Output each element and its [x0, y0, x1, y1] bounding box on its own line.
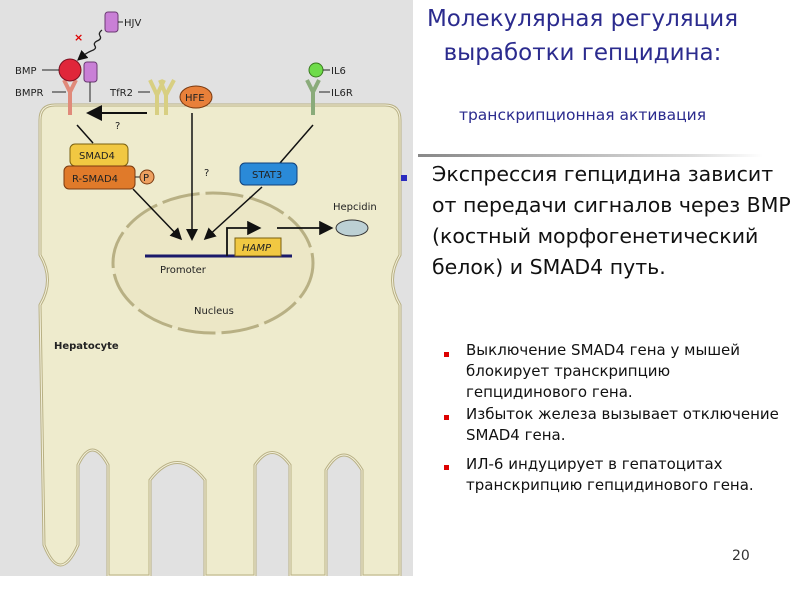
il6-label: IL6 — [331, 66, 346, 77]
tfr2-receptor — [148, 79, 176, 115]
hamp-label: HAMP — [242, 243, 272, 254]
hfe-protein — [179, 85, 213, 109]
nucleus-envelope — [111, 191, 315, 335]
hepcidin-regulation-diagram: HJV × BMP BMPR TfR2 HFE IL6 IL6R ? ? SMA… — [0, 0, 413, 576]
hjv-protein — [104, 11, 119, 33]
hfe-label: HFE — [185, 93, 205, 104]
rsmad4-label: R-SMAD4 — [72, 174, 118, 185]
title-divider — [418, 154, 763, 157]
main-bullet-text: Экспрессия гепцидина зависит от передачи… — [432, 162, 791, 279]
il6r-receptor — [305, 79, 321, 115]
stat3-label: STAT3 — [252, 170, 282, 181]
sub-bullet: ИЛ-6 индуцирует в гепатоцитах транскрипц… — [466, 455, 754, 494]
bmp-ligand — [58, 58, 82, 82]
bullet-icon — [401, 175, 407, 181]
bullet-icon — [444, 415, 449, 420]
promoter-label: Promoter — [160, 265, 207, 276]
bullet-icon — [444, 465, 449, 470]
question-mark: ? — [115, 121, 120, 132]
bmpr-label: BMPR — [15, 88, 44, 99]
phosphate-label: P — [143, 173, 149, 184]
hepcidin-peptide — [335, 219, 369, 237]
hepatocyte-label: Hepatocyte — [54, 341, 119, 352]
hjv-label: HJV — [124, 18, 141, 29]
smad4-label: SMAD4 — [79, 151, 115, 162]
hepcidin-label: Hepcidin — [333, 202, 377, 213]
question-mark: ? — [204, 168, 209, 179]
phosphate — [139, 169, 155, 185]
blocked-x-icon: × — [74, 31, 83, 44]
slide-subtitle: транскрипционная активация — [458, 106, 707, 124]
hamp-gene — [234, 237, 282, 257]
bmpr-receptor — [62, 79, 78, 115]
il6r-label: IL6R — [331, 88, 353, 99]
il6-ligand — [308, 62, 324, 78]
bullet-icon — [444, 352, 449, 357]
tfr2-label: TfR2 — [109, 88, 133, 99]
slide-title: Молекулярная регуляция выработки гепциди… — [426, 6, 739, 66]
sub-bullet: Выключение SMAD4 гена у мышей блокирует … — [466, 341, 741, 401]
stat3-protein — [239, 162, 298, 186]
bmp-label: BMP — [15, 66, 37, 77]
sub-bullet: Избыток железа вызывает отключение SMAD4… — [466, 405, 779, 444]
page-number: 20 — [732, 548, 750, 564]
nucleus-label: Nucleus — [194, 306, 234, 317]
